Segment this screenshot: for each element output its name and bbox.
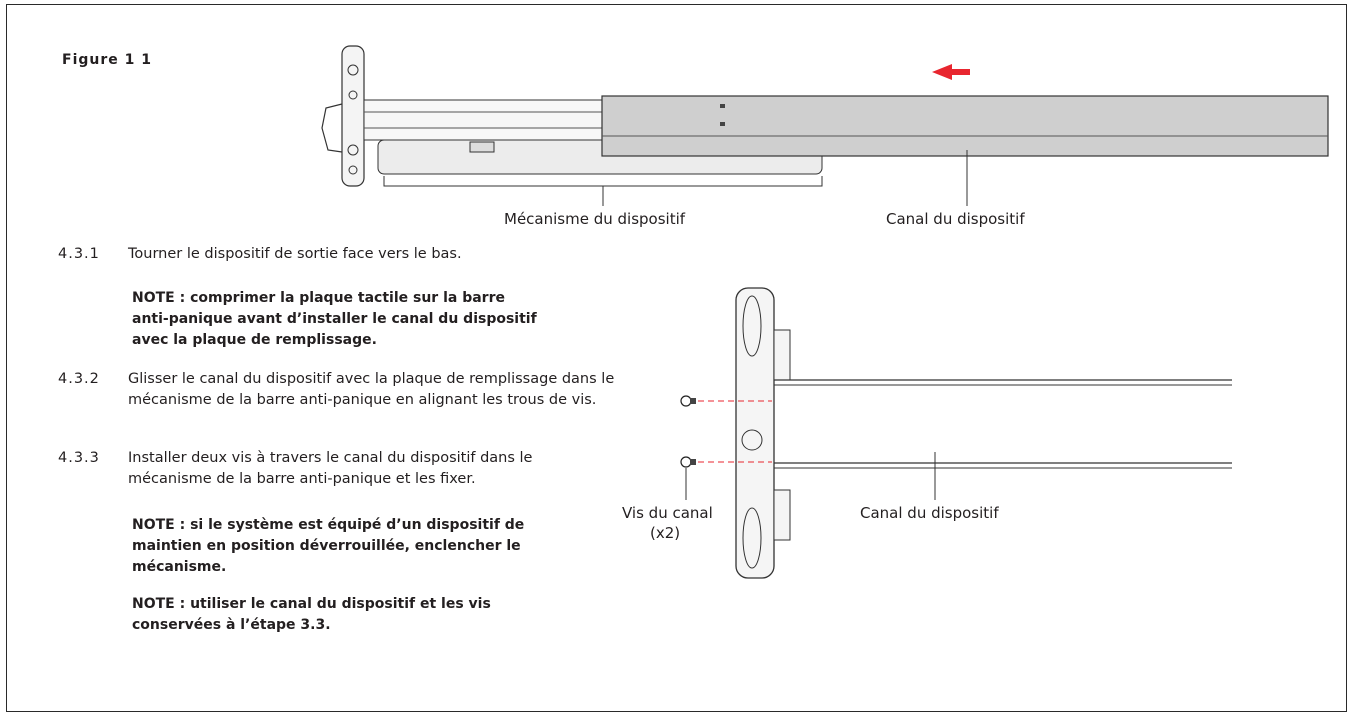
figure-label: Figure 1 1 — [62, 52, 152, 68]
step-number: 4.3.3 — [58, 450, 100, 466]
step-4-3-3: 4.3.3 Installer deux vis à travers le ca… — [58, 448, 658, 492]
callout-mechanism: Mécanisme du dispositif — [504, 210, 686, 228]
step-text: Tourner le dispositif de sortie face ver… — [128, 246, 462, 262]
note-3: NOTE : utiliser le canal du dispositif e… — [132, 596, 491, 633]
note-2: NOTE : si le système est équipé d’un dis… — [132, 517, 525, 575]
callout-channel-top: Canal du dispositif — [886, 210, 1025, 228]
callout-screws-line1: Vis du canal — [622, 504, 713, 522]
step-text: Glisser le canal du dispositif avec la p… — [128, 371, 615, 408]
page-frame — [6, 4, 1347, 712]
direction-arrow — [932, 64, 970, 80]
step-4-3-1: 4.3.1 Tourner le dispositif de sortie fa… — [58, 244, 658, 266]
step-4-3-2: 4.3.2 Glisser le canal du dispositif ave… — [58, 369, 658, 435]
step-number: 4.3.2 — [58, 371, 100, 387]
callout-channel-bottom: Canal du dispositif — [860, 504, 999, 522]
screw-top — [680, 395, 696, 407]
callout-screws-line2: (x2) — [650, 524, 681, 542]
note-1: NOTE : comprimer la plaque tactile sur l… — [132, 290, 537, 348]
step-number: 4.3.1 — [58, 246, 100, 262]
step-text: Installer deux vis à travers le canal du… — [128, 450, 533, 487]
screw-bottom — [680, 456, 696, 468]
